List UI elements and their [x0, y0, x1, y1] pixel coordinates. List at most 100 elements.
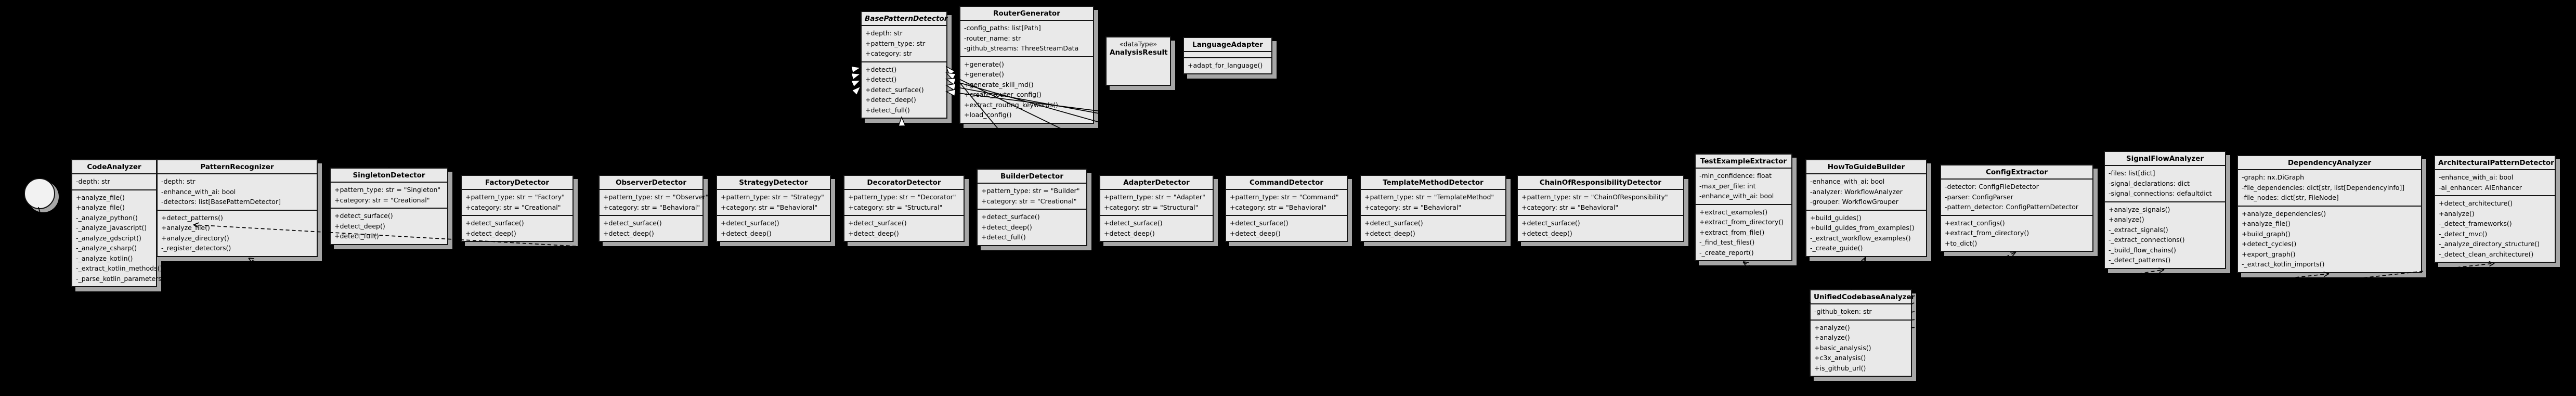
class-name: SignalFlowAnalyzer [2126, 155, 2204, 163]
method: +detect_surface() [721, 219, 779, 227]
inheritance-edge-DecoratorDetector [898, 116, 906, 175]
class-HowToGuideBuilder: HowToGuideBuilder-enhance_with_ai: bool-… [1805, 159, 1927, 257]
attribute: -depth: str [76, 177, 110, 185]
attribute: -signal_connections: defaultdict [2109, 189, 2212, 197]
method: -_find_test_files() [1699, 238, 1755, 246]
method: -_analyze_javascript() [76, 224, 147, 232]
method: -_extract_kotlin_methods() [76, 264, 163, 272]
method: +detect_surface() [334, 212, 393, 220]
attribute: +category: str = "Structural" [1104, 203, 1199, 211]
method: -_analyze_directory_structure() [2439, 240, 2540, 248]
methods-compartment: +detect_surface()+detect_deep() [1518, 215, 1683, 241]
class-title: ObserverDetector [600, 176, 702, 189]
attribute: +pattern_type: str = "Observer" [603, 193, 709, 201]
attributes-compartment: -graph: nx.DiGraph-file_dependencies: di… [2238, 169, 2421, 206]
attribute: -depth: str [161, 177, 196, 185]
attributes-compartment: +pattern_type: str = "Decorator"+categor… [844, 189, 964, 215]
class-name: AnalysisResult [1110, 48, 1168, 57]
method: -_detect_patterns() [2109, 256, 2171, 264]
method: +detect_cycles() [2242, 240, 2297, 248]
method: +create_router_config() [964, 91, 1042, 98]
methods-compartment: +detect_patterns()+analyze_file()+analyz… [158, 209, 317, 256]
attributes-compartment: -depth: str-enhance_with_ai: bool-detect… [158, 173, 317, 210]
attributes-compartment: +depth: str+pattern_type: str+category: … [862, 25, 946, 61]
methods-compartment: +build_guides()+build_guides_from_exampl… [1806, 209, 1926, 256]
class-title: UnifiedCodebaseAnalyzer [1811, 290, 1915, 303]
method: +detect_surface() [1104, 219, 1163, 227]
method: +extract_examples() [1699, 208, 1768, 216]
attribute: +category: str = "Creational" [981, 197, 1077, 205]
method: +analyze() [1814, 334, 1850, 341]
method: +analyze_dependencies() [2242, 209, 2326, 218]
dependency-arrowhead [1742, 261, 1749, 267]
inheritance-edge-FactoryDetector [516, 72, 862, 175]
methods-compartment: +detect_surface()+detect_deep() [1100, 215, 1213, 241]
attribute: +pattern_type: str = "Singleton" [334, 186, 441, 194]
attributes-compartment: +pattern_type: str = "Factory"+category:… [462, 189, 573, 215]
attribute: +pattern_type: str = "TemplateMethod" [1364, 193, 1494, 201]
method: +analyze_directory() [161, 234, 229, 242]
class-UnifiedCodebaseAnalyzer: UnifiedCodebaseAnalyzer-github_token: st… [1810, 289, 1915, 377]
class-ChainOfResponsibilityDetector: ChainOfResponsibilityDetector+pattern_ty… [1517, 175, 1684, 242]
class-title: AdapterDetector [1100, 176, 1213, 189]
attributes-compartment: -config_paths: list[Path]-router_name: s… [960, 20, 1093, 56]
method: +c3x_analysis() [1814, 354, 1866, 362]
inheritance-arrowhead [850, 80, 862, 88]
method: -_analyze_csharp() [76, 244, 137, 252]
method: +extract_from_file() [1699, 228, 1765, 236]
inheritance-arrowhead [851, 66, 862, 74]
methods-compartment: +detect_surface()+detect_deep() [717, 215, 830, 241]
inheritance-arrowhead [851, 85, 862, 96]
inheritance-arrowhead [945, 66, 956, 76]
method: +extract_configs() [1945, 219, 2005, 227]
class-name: ConfigExtractor [1985, 168, 2048, 176]
method: +detect_surface() [465, 219, 524, 227]
method: +detect() [865, 75, 897, 83]
attributes-compartment: +pattern_type: str = "Observer" +category… [600, 189, 709, 215]
attribute: -grouper: WorkflowGrouper [1810, 198, 1898, 206]
attribute: -enhance_with_ai: bool [1699, 192, 1774, 200]
methods-compartment: +extract_examples()+extract_from_directo… [1696, 203, 1791, 261]
method: -_detect_frameworks() [2439, 220, 2512, 227]
method: +generate() [964, 70, 1004, 78]
dependency-edge-UnifiedCodebaseAnalyzer [1910, 267, 2165, 313]
attributes-compartment: +pattern_type: str = "ChainOfResponsibil… [1518, 189, 1683, 215]
attributes-compartment: -files: list[dict]-signal_declarations: … [2105, 165, 2225, 201]
method: +detect_deep() [465, 229, 516, 237]
method: +detect_deep() [848, 229, 899, 237]
methods-compartment: +generate()+generate()+generate_skill_md… [960, 56, 1093, 123]
dependency-edge-UnifiedCodebaseAnalyzer [1910, 251, 2016, 305]
methods-compartment: +detect_surface()+detect_deep() [844, 215, 964, 241]
methods-compartment: +detect_surface()+detect_deep()+detect_f… [331, 208, 447, 244]
methods-compartment: +detect_surface()+detect_deep() [600, 215, 702, 241]
class-ArchitecturalPatternDetector: ArchitecturalPatternDetector-enhance_wit… [2434, 155, 2556, 263]
class-name: PatternRecognizer [200, 163, 274, 171]
method: +detect_full() [334, 232, 379, 240]
methods-compartment: +detect_surface()+detect_deep() [1361, 215, 1505, 241]
inheritance-arrowhead [850, 72, 862, 81]
class-title: SingletonDetector [331, 169, 447, 182]
method: +detect_deep() [1521, 229, 1572, 237]
dependency-edge-UnifiedCodebaseAnalyzer [1851, 257, 1866, 290]
attribute: +pattern_type: str = "Adapter" [1104, 193, 1205, 201]
class-ObserverDetector: ObserverDetector+pattern_type: str = "Ob… [599, 175, 709, 242]
attribute: +category: str = "Behavioral" [1230, 203, 1327, 211]
method: -_extract_connections() [2109, 236, 2185, 244]
attributes-compartment: +pattern_type: str = "TemplateMethod"+ca… [1361, 189, 1505, 215]
attribute: -github_streams: ThreeStreamData [964, 44, 1079, 52]
class-title: CommandDetector [1226, 176, 1347, 189]
class-ConfigExtractor: ConfigExtractor-detector: ConfigFileDete… [1940, 164, 2093, 252]
attributes-compartment [1184, 51, 1271, 57]
method: +analyze() [2109, 215, 2144, 223]
attribute: -config_paths: list[Path] [964, 24, 1041, 32]
attribute: +category: str = "Creational" [334, 196, 430, 204]
method: +analyze_file() [2242, 220, 2291, 227]
dependency-arrowhead [2010, 251, 2016, 257]
attribute: +category: str = "Behavioral" [603, 203, 700, 211]
inheritance-edge-SingletonDetector [388, 66, 862, 168]
attribute: +depth: str [865, 29, 903, 37]
method: -_detect_clean_architecture() [2439, 250, 2534, 258]
method: +to_dict() [1945, 239, 1977, 247]
attribute: -parser: ConfigParser [1945, 193, 2013, 201]
